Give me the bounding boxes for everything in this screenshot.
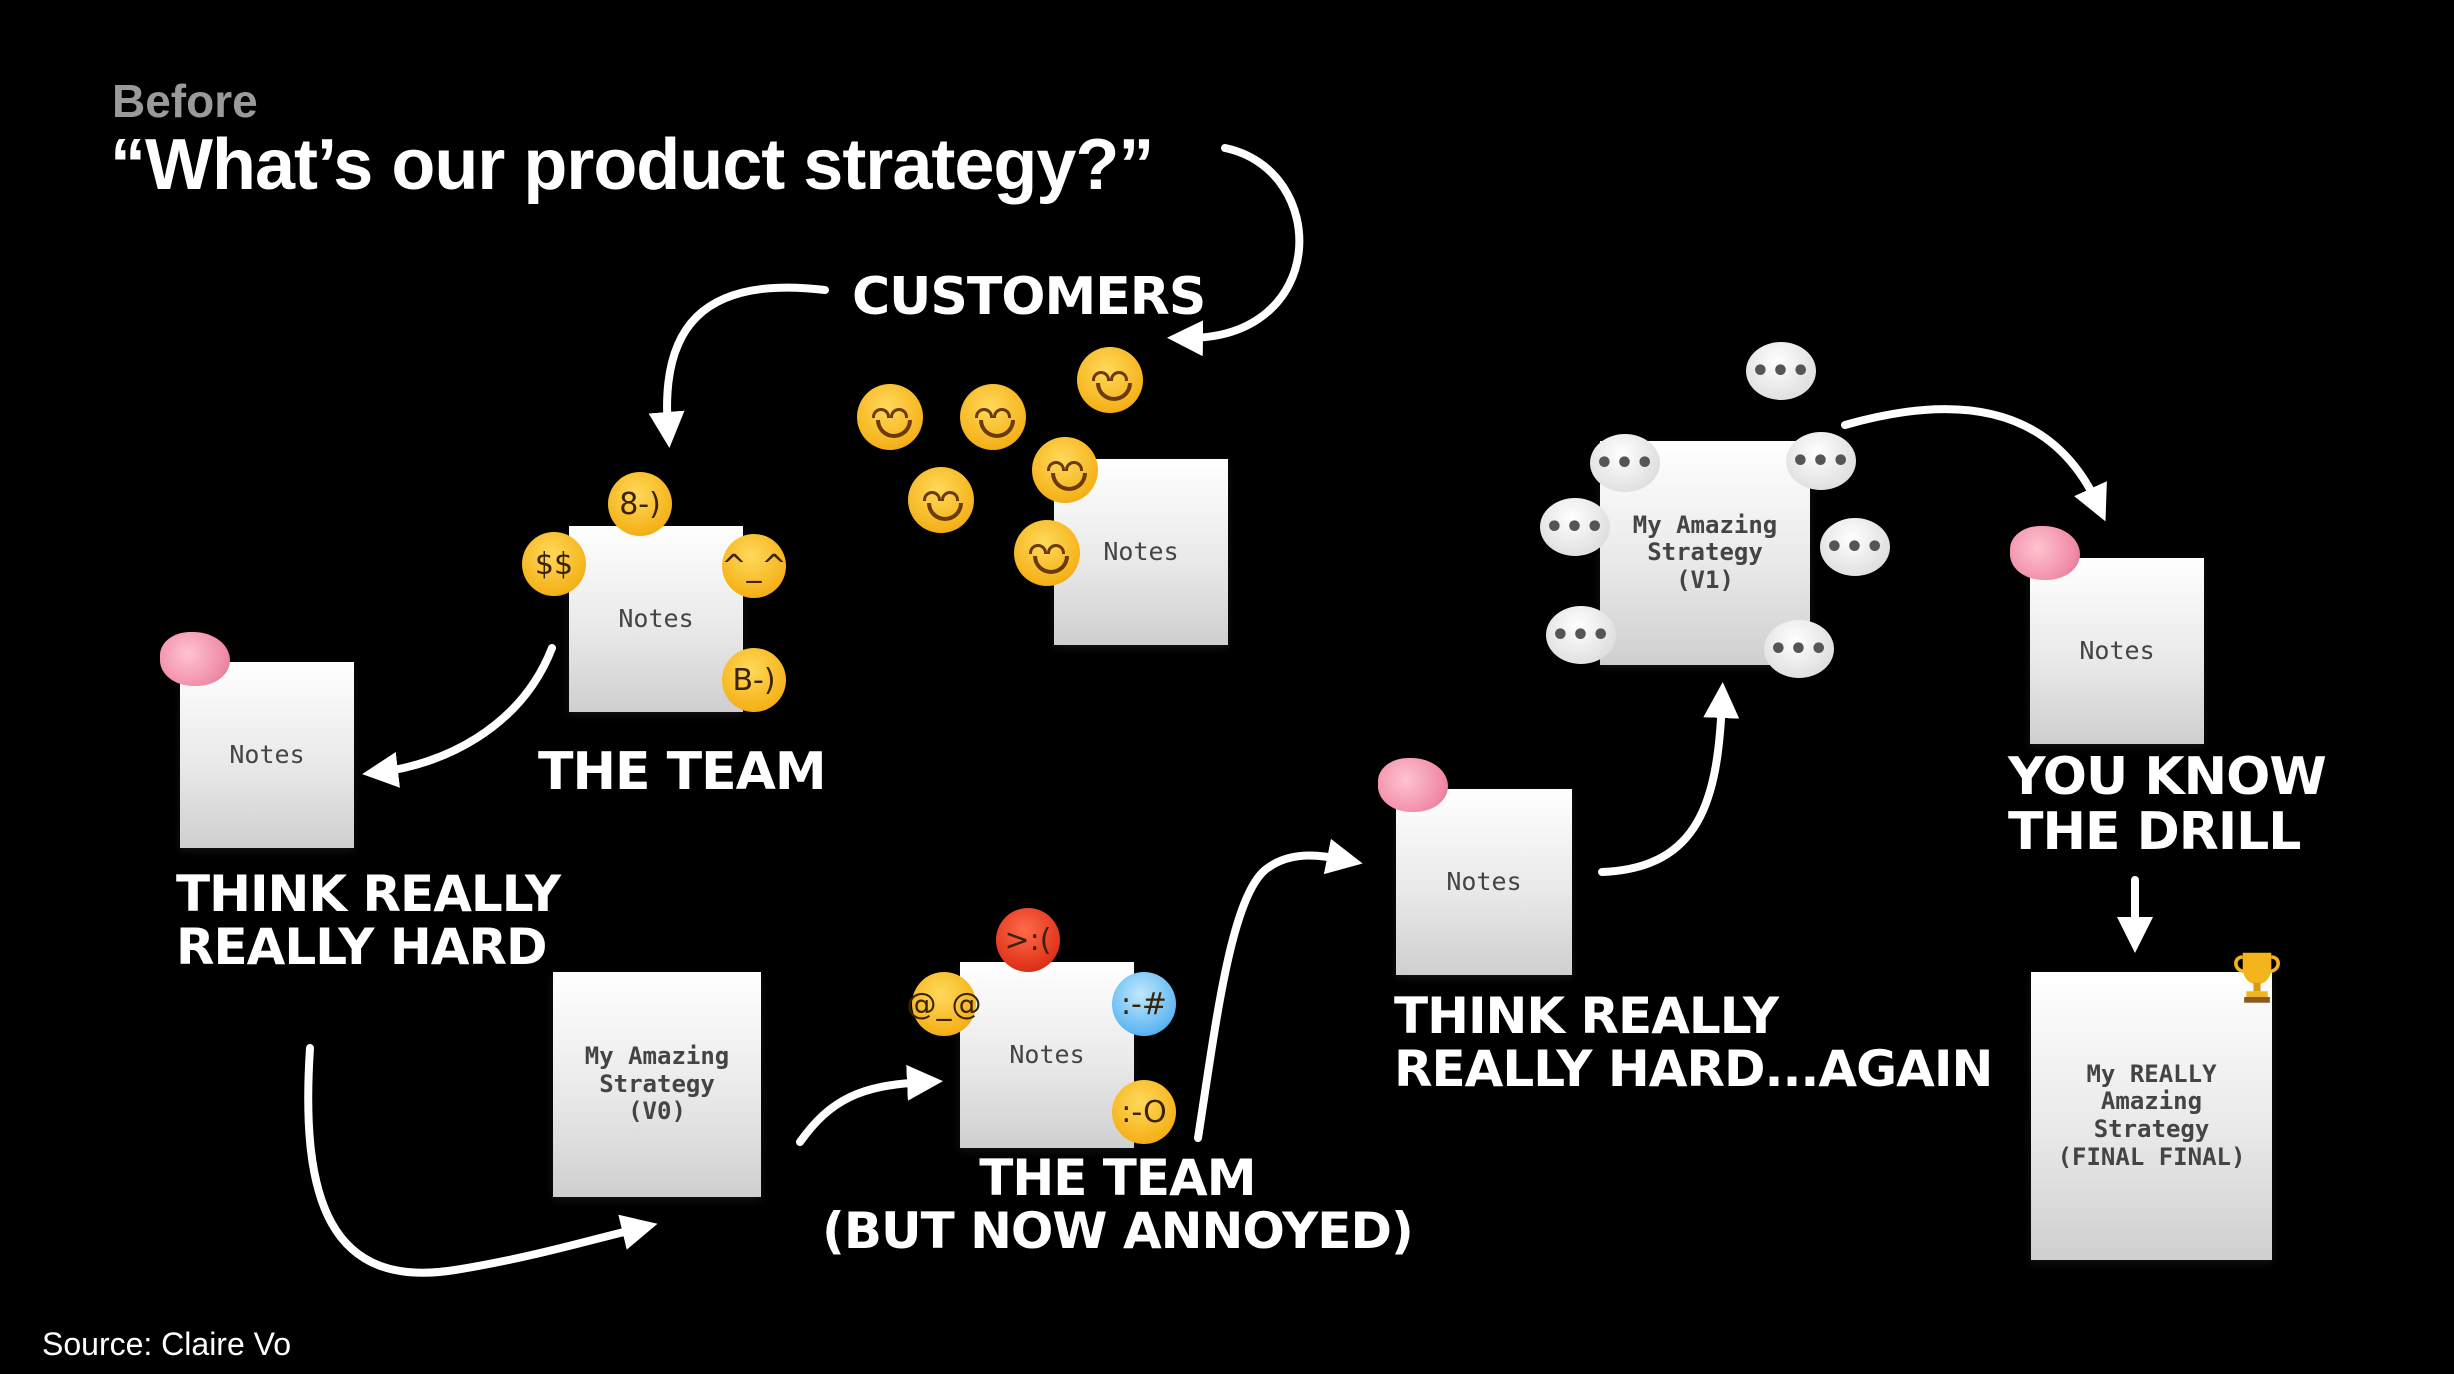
smiling-face-icon [1077, 347, 1143, 413]
brain-icon [160, 632, 230, 686]
notes-card-think-again: Notes [1396, 789, 1572, 975]
cold-face-icon: :-# [1112, 972, 1176, 1036]
nerd-face-icon: 8-) [608, 472, 672, 536]
the-team-label: THE TEAM [538, 742, 827, 802]
strategy-v0-card: My Amazing Strategy (V0) [553, 972, 761, 1197]
sunglasses-face-icon: B-) [722, 648, 786, 712]
team-annoyed-label: THE TEAM (BUT NOW ANNOYED) [822, 1149, 1414, 1260]
screaming-face-icon: :-O [1112, 1080, 1176, 1144]
arrow-customers-to-team [648, 283, 829, 448]
source-caption: Source: Claire Vo [42, 1326, 292, 1362]
you-know-the-drill-label: YOU KNOW THE DRILL [2008, 747, 2327, 862]
speech-bubble-icon: ••• [1764, 620, 1834, 678]
notes-card-drill: Notes [2030, 558, 2204, 744]
smiling-face-icon [1032, 437, 1098, 503]
arrow-title-to-customers [1167, 144, 1304, 357]
arrow-think-again-to-v1 [1598, 682, 1740, 876]
cowboy-face-icon: ^_^ [721, 534, 787, 598]
arrow-v1-to-drill [1841, 405, 2107, 522]
strategy-final-card: My REALLY Amazing Strategy (FINAL FINAL) [2031, 972, 2272, 1260]
page-title: “What’s our product strategy?” [110, 125, 1154, 205]
think-hard-label: THINK REALLY REALLY HARD [176, 865, 561, 976]
brain-icon [2010, 526, 2080, 580]
speech-bubble-icon: ••• [1590, 434, 1660, 492]
smiling-face-icon [1014, 520, 1080, 586]
think-again-label: THINK REALLY REALLY HARD...AGAIN [1394, 987, 1993, 1098]
money-mouth-face-icon: $$ [522, 532, 586, 596]
arrow-think-to-v0 [304, 1044, 658, 1277]
speech-bubble-icon: ••• [1820, 518, 1890, 576]
smiling-face-icon [908, 467, 974, 533]
eyebrow-label: Before [112, 75, 258, 127]
notes-card-think: Notes [180, 662, 354, 848]
speech-bubble-icon: ••• [1746, 342, 1816, 400]
angry-face-icon: >:( [996, 908, 1060, 972]
arrow-v0-to-annoyed [796, 1064, 943, 1146]
speech-bubble-icon: ••• [1546, 606, 1616, 664]
arrow-annoyed-to-think-again [1194, 838, 1363, 1142]
arrow-team-to-think [362, 644, 556, 788]
dizzy-face-icon: @_@ [907, 972, 982, 1036]
notes-card-annoyed: Notes [960, 962, 1134, 1148]
customers-label: CUSTOMERS [852, 267, 1206, 327]
brain-icon [1378, 758, 1448, 812]
notes-card-team: Notes [569, 526, 743, 712]
smiling-face-icon [857, 384, 923, 450]
speech-bubble-icon: ••• [1540, 498, 1610, 556]
trophy-icon [2232, 946, 2282, 1008]
speech-bubble-icon: ••• [1786, 432, 1856, 490]
smiling-face-icon [960, 384, 1026, 450]
